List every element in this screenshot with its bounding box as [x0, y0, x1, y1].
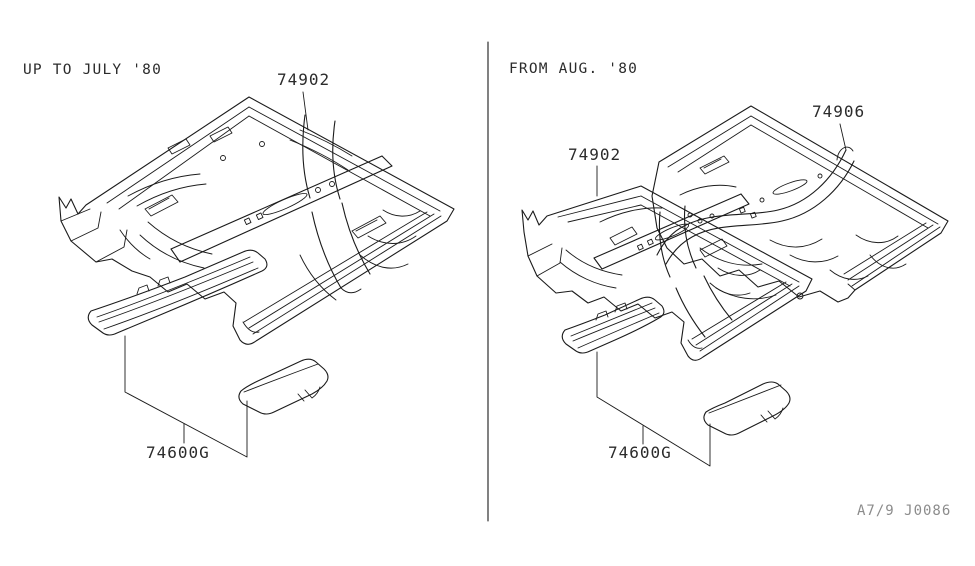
left-floor-carpet-drawing — [59, 97, 454, 344]
right-rear-carpet-drawing — [652, 106, 948, 302]
figure-code: A7/9 J0086 — [857, 503, 952, 519]
left-panel-title: UP TO JULY '80 — [23, 62, 163, 78]
left-insulator-strip-drawing — [88, 250, 267, 335]
left-74902-leader-line — [303, 92, 308, 130]
right-74906-leader-line — [840, 124, 846, 150]
right-74600g-leader-bracket — [597, 352, 710, 466]
right-panel-title: FROM AUG. '80 — [509, 61, 639, 77]
right-insulator-strip-drawing — [562, 297, 664, 353]
left-insulator-part-label: 74600G — [146, 443, 210, 462]
right-diagram — [522, 106, 948, 466]
right-front-carpet-part-label: 74902 — [568, 145, 622, 164]
right-insulator-part-label: 74600G — [608, 443, 672, 462]
right-front-carpet-drawing — [522, 186, 812, 360]
right-rear-carpet-part-label: 74906 — [812, 102, 866, 121]
left-carpet-part-label: 74902 — [277, 70, 331, 89]
left-insulator-pad-drawing — [239, 359, 328, 414]
left-74600g-leader-bracket — [125, 336, 247, 457]
right-insulator-pad-drawing — [704, 382, 790, 435]
left-diagram — [59, 92, 454, 457]
